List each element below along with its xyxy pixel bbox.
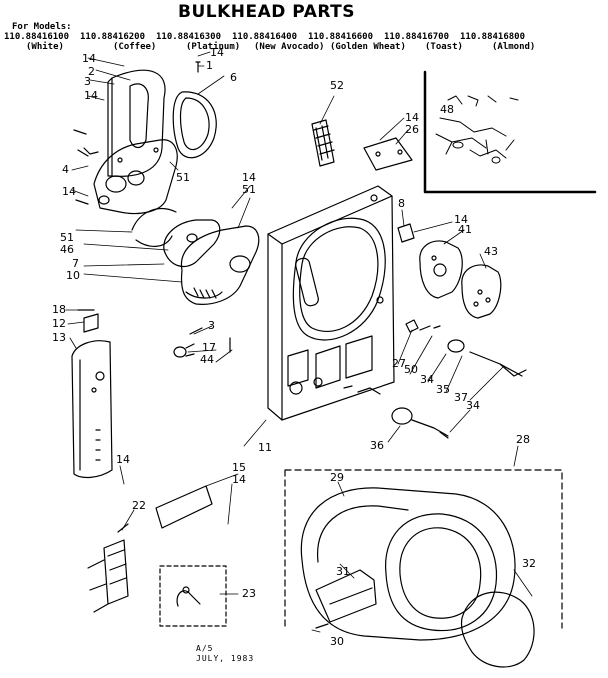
callout-41: 41 xyxy=(458,223,472,236)
switch-part-8 xyxy=(397,223,415,243)
model-color-5: (Golden Wheat) xyxy=(330,42,406,52)
lint-filter-part-52 xyxy=(311,119,335,167)
model-number-4: 110.88416400 xyxy=(232,32,298,42)
callout-29: 29 xyxy=(330,471,344,484)
drum-seal-part-32 xyxy=(460,591,535,668)
callout-22: 22 xyxy=(132,499,146,512)
callout-48: 48 xyxy=(440,103,454,116)
model-color-1: (White) xyxy=(26,42,64,52)
callout-14: 14 xyxy=(210,46,224,59)
bushing-part-17 xyxy=(173,327,231,358)
cover-plate-part-43 xyxy=(461,264,502,319)
model-number-3: 110.88416300 xyxy=(156,32,222,42)
callout-2: 2 xyxy=(88,65,95,78)
callout-28: 28 xyxy=(516,433,530,446)
callout-13: 13 xyxy=(52,331,66,344)
for-models-label: For Models: xyxy=(12,22,72,32)
callout-26: 26 xyxy=(405,123,419,136)
callout-51: 51 xyxy=(242,183,256,196)
callout-6: 6 xyxy=(230,71,237,84)
leader-lines xyxy=(65,51,533,633)
callout-31: 31 xyxy=(336,565,350,578)
model-number-7: 110.88416800 xyxy=(460,32,526,42)
callout-52: 52 xyxy=(330,79,344,92)
callout-11: 11 xyxy=(258,441,272,454)
callout-50: 50 xyxy=(404,363,418,376)
callout-30: 30 xyxy=(330,635,344,648)
diagram-title: BULKHEAD PARTS xyxy=(178,2,356,22)
callout-8: 8 xyxy=(398,197,405,210)
callout-4: 4 xyxy=(62,163,69,176)
model-number-2: 110.88416200 xyxy=(80,32,146,42)
callout-51: 51 xyxy=(60,231,74,244)
clamp-part-46 xyxy=(131,208,177,247)
callout-14: 14 xyxy=(62,185,76,198)
callout-34: 34 xyxy=(466,399,480,412)
callout-44: 44 xyxy=(200,353,214,366)
callout-18: 18 xyxy=(52,303,66,316)
drum-assembly-box-part-28 xyxy=(284,469,563,629)
bulkhead-panel-part-11 xyxy=(267,185,395,421)
callout-12: 12 xyxy=(52,317,66,330)
model-color-3: (Platinum) xyxy=(186,42,241,52)
callout-35: 35 xyxy=(436,383,450,396)
blower-wheel-part-7 xyxy=(163,219,221,268)
callout-36: 36 xyxy=(370,439,384,452)
screw-part-30 xyxy=(315,623,329,629)
duct-body-part-3 xyxy=(93,139,178,215)
harness-clips-part-48 xyxy=(435,95,519,164)
bracket-part-15 xyxy=(155,485,213,529)
seal-ring-part-6 xyxy=(172,91,217,159)
callout-14: 14 xyxy=(232,473,246,486)
model-color-7: (Almond) xyxy=(492,42,536,52)
thermostat-bracket-part-41 xyxy=(419,240,463,299)
screws-upper-left xyxy=(73,61,201,205)
callout-14: 14 xyxy=(116,453,130,466)
front-panel-part-13 xyxy=(71,340,113,479)
callout-46: 46 xyxy=(60,243,74,256)
wire-harness-part-22 xyxy=(87,523,129,613)
model-number-1: 110.88416100 xyxy=(4,32,70,42)
model-color-6: (Toast) xyxy=(425,42,463,52)
callout-34: 34 xyxy=(420,373,434,386)
model-number-5: 110.88416600 xyxy=(308,32,374,42)
callout-14: 14 xyxy=(242,171,256,184)
model-number-6: 110.88416700 xyxy=(384,32,450,42)
inset-box-outline xyxy=(423,70,597,194)
blower-housing-part-10 xyxy=(180,225,260,305)
model-color-2: (Coffee) xyxy=(113,42,157,52)
drum-part-29 xyxy=(300,487,516,641)
part-23-box xyxy=(159,565,227,627)
bracket-part-12 xyxy=(83,313,99,333)
callout-14: 14 xyxy=(84,89,98,102)
callout-3: 3 xyxy=(208,319,215,332)
callout-14: 14 xyxy=(405,111,419,124)
callout-1: 1 xyxy=(206,59,213,72)
callout-7: 7 xyxy=(72,257,79,270)
callout-37: 37 xyxy=(454,391,468,404)
callout-27: 27 xyxy=(392,357,406,370)
footer-date: JULY, 1983 xyxy=(196,654,255,663)
callout-32: 32 xyxy=(522,557,536,570)
callout-14: 14 xyxy=(454,213,468,226)
callout-14: 14 xyxy=(82,52,96,65)
callout-51: 51 xyxy=(176,171,190,184)
callout-10: 10 xyxy=(66,269,80,282)
model-color-4: (New Avocado) xyxy=(254,42,325,52)
drum-shaft-assembly xyxy=(343,319,527,439)
baffle-part-31 xyxy=(315,569,377,623)
callout-23: 23 xyxy=(242,587,256,600)
footer-code: A/5 xyxy=(196,644,214,653)
bracket-part-26 xyxy=(363,137,413,171)
callout-43: 43 xyxy=(484,245,498,258)
duct-assembly-part-2 xyxy=(107,69,166,177)
callout-17: 17 xyxy=(202,341,216,354)
callout-15: 15 xyxy=(232,461,246,474)
callout-3: 3 xyxy=(84,75,91,88)
